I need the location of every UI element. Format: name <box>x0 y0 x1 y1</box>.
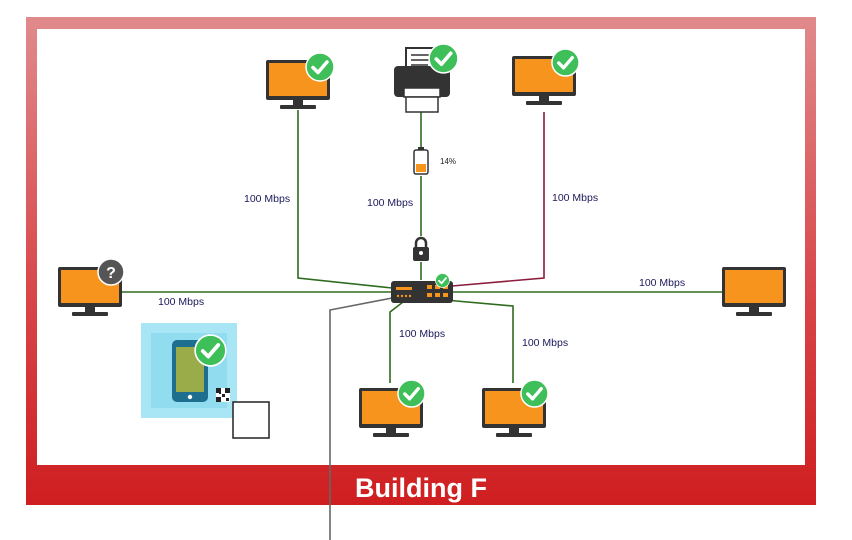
link-top-right[interactable] <box>451 112 545 287</box>
toner-percent: 14% <box>440 157 456 166</box>
check-badge-icon <box>305 52 335 82</box>
check-badge-icon <box>520 379 549 408</box>
monitor-icon <box>722 267 786 316</box>
phone-device[interactable] <box>141 323 237 418</box>
link-bottom-right[interactable] <box>444 299 514 383</box>
check-badge-icon <box>428 43 459 74</box>
computer-bottom-left[interactable] <box>359 379 426 437</box>
switch-icon <box>391 281 453 303</box>
battery-level <box>416 164 426 172</box>
link-label-left: 100 Mbps <box>158 296 204 308</box>
check-badge-icon <box>435 273 450 288</box>
battery-cap <box>418 147 424 150</box>
computer-bottom-right[interactable] <box>482 379 549 437</box>
link-label-top-left: 100 Mbps <box>244 193 290 205</box>
printer-icon <box>394 47 450 113</box>
link-label-printer: 100 Mbps <box>367 197 413 209</box>
link-label-bottom-right: 100 Mbps <box>522 337 568 349</box>
link-uplink[interactable] <box>329 297 393 540</box>
links <box>120 110 722 540</box>
question-badge-icon: ? <box>97 258 125 286</box>
link-bottom-left[interactable] <box>389 301 404 383</box>
printer[interactable] <box>394 43 459 113</box>
computer-left[interactable]: ? <box>58 258 125 316</box>
computer-right[interactable] <box>722 267 786 316</box>
link-label-bottom-left: 100 Mbps <box>399 328 445 340</box>
check-badge-icon <box>397 379 426 408</box>
check-badge-icon <box>194 334 227 367</box>
building-title: Building F <box>355 473 487 503</box>
link-label-right: 100 Mbps <box>639 277 685 289</box>
computer-top-left[interactable] <box>266 52 335 109</box>
link-label-top-right: 100 Mbps <box>552 192 598 204</box>
computer-top-right[interactable] <box>512 48 580 105</box>
toner-battery: 14% <box>413 147 456 175</box>
network-switch[interactable] <box>391 273 453 304</box>
qr-code-icon[interactable] <box>216 388 230 402</box>
svg-text:?: ? <box>106 265 116 282</box>
link-top-left[interactable] <box>297 110 393 289</box>
empty-slot[interactable] <box>232 401 270 439</box>
lock-icon <box>413 236 429 261</box>
check-badge-icon <box>551 48 580 77</box>
